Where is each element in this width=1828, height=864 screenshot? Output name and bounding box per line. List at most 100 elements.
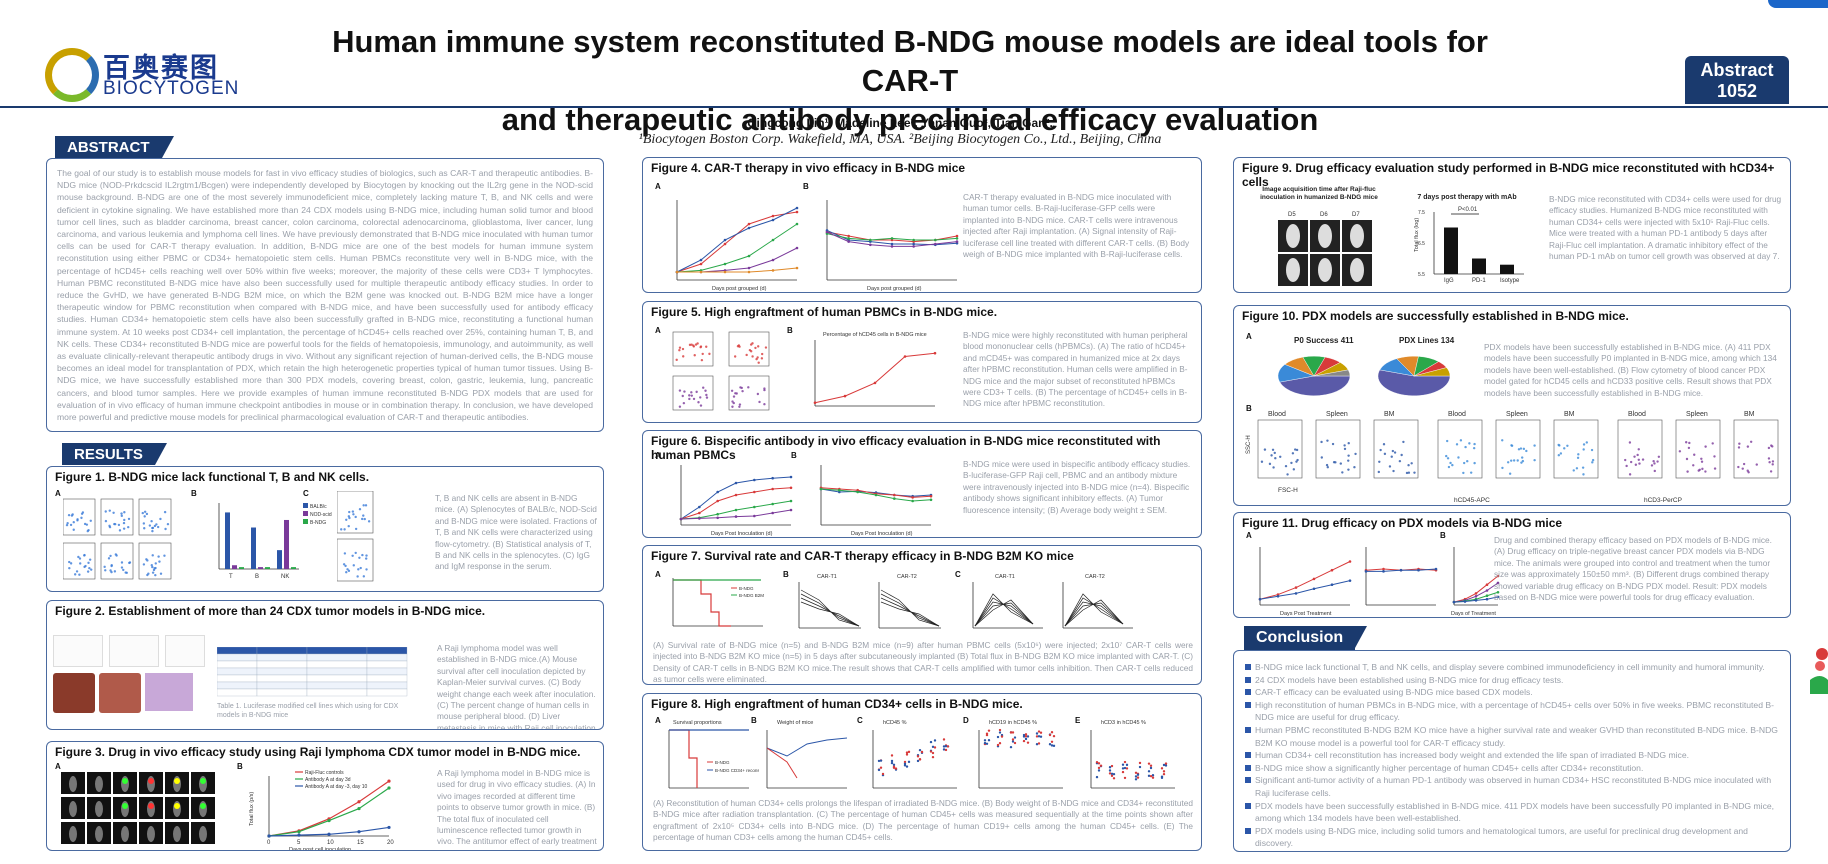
flow-event-dot xyxy=(365,568,368,571)
flow-event-dot xyxy=(692,397,696,401)
flow-event-dot xyxy=(1628,441,1632,444)
figure-3a-ivis-images xyxy=(61,772,215,844)
flow-event-dot xyxy=(681,347,685,351)
dot xyxy=(877,759,881,763)
dot xyxy=(1151,776,1155,779)
flow-event-dot xyxy=(1525,449,1528,453)
data-point xyxy=(716,516,719,520)
flow-event-dot xyxy=(678,346,682,349)
figure-2b-weight-plot xyxy=(109,635,159,667)
flow-event-dot xyxy=(1704,470,1707,473)
dot xyxy=(1050,744,1054,747)
data-point xyxy=(825,230,829,234)
flow-event-dot xyxy=(351,554,354,557)
flow-event-dot xyxy=(678,349,681,352)
flow-event-dot xyxy=(1354,452,1357,456)
flow-event-dot xyxy=(1737,465,1740,469)
flow-event-dot xyxy=(690,343,693,346)
data-point xyxy=(716,490,719,494)
flow-event-dot xyxy=(695,390,698,394)
mouse-silhouette xyxy=(1350,224,1364,248)
chart-title: hCD19 in hCD45 % xyxy=(989,720,1037,726)
figure-7-title: Figure 7. Survival rate and CAR-T therap… xyxy=(651,549,1074,563)
data-point xyxy=(734,515,738,518)
flow-event-dot xyxy=(151,565,154,569)
flow-plot xyxy=(1315,419,1361,479)
flow-event-dot xyxy=(120,561,124,564)
flow-event-dot xyxy=(361,553,364,557)
flow-event-dot xyxy=(1472,446,1476,450)
flow-event-dot xyxy=(86,570,90,573)
dot xyxy=(1052,744,1056,748)
flow-event-dot xyxy=(87,561,90,565)
table-cell xyxy=(366,681,408,690)
dot xyxy=(996,735,1000,739)
bar xyxy=(284,519,289,569)
flow-axis-label: FSC-H xyxy=(1278,487,1298,494)
flow-event-dot xyxy=(1325,463,1329,467)
data-point xyxy=(1474,592,1478,595)
flow-event-dot xyxy=(142,522,146,525)
flow-event-dot xyxy=(1700,460,1704,463)
flow-event-dot xyxy=(1347,468,1350,471)
flow-event-dot xyxy=(143,510,147,513)
flow-event-dot xyxy=(1343,447,1347,451)
flow-plot xyxy=(337,491,374,534)
mouse-silhouette xyxy=(121,826,129,842)
flow-event-dot xyxy=(1582,443,1586,446)
flow-event-dot xyxy=(104,569,107,572)
pie-slice xyxy=(1377,369,1451,396)
figure-9-title: Figure 9. Drug efficacy evaluation study… xyxy=(1242,161,1775,189)
data-point xyxy=(723,242,727,246)
data-point xyxy=(789,486,793,490)
flow-event-dot xyxy=(1274,456,1277,460)
flow-event-dot xyxy=(1407,471,1411,474)
day-label: D6 xyxy=(1320,212,1328,218)
results-heading: RESULTS xyxy=(62,443,167,465)
flow-event-dot xyxy=(1457,456,1460,459)
pie-slice xyxy=(1279,375,1351,396)
flow-event-dot xyxy=(348,510,351,514)
dot xyxy=(1108,772,1112,775)
flow-event-dot xyxy=(754,346,757,350)
dot xyxy=(1097,766,1101,770)
flow-event-dot xyxy=(122,568,125,572)
series-line xyxy=(766,737,848,757)
chart-title: Survival proportions xyxy=(673,720,722,726)
flow-event-dot xyxy=(104,519,108,523)
panel-a-label: A xyxy=(655,570,661,579)
data-point xyxy=(869,243,872,247)
dot xyxy=(1110,774,1114,778)
table-cell xyxy=(366,674,408,683)
series-line xyxy=(1259,580,1351,600)
dot xyxy=(1048,743,1052,746)
data-point xyxy=(699,258,703,262)
signal-spot xyxy=(200,803,206,809)
data-point xyxy=(1485,597,1489,601)
dot xyxy=(1000,735,1004,738)
bar xyxy=(1444,227,1458,274)
flow-event-dot xyxy=(1400,453,1403,457)
dot xyxy=(1035,735,1039,738)
pie-slice xyxy=(1313,369,1351,377)
flow-event-dot xyxy=(343,528,346,531)
flow-event-dot xyxy=(1771,460,1775,463)
dot xyxy=(918,748,922,752)
figure-11-caption: Drug and combined therapy efficacy based… xyxy=(1494,535,1772,603)
flow-event-dot xyxy=(1650,464,1654,467)
tissue-label: Blood xyxy=(1268,411,1286,418)
dot xyxy=(1011,731,1015,734)
flow-event-dot xyxy=(78,557,82,560)
panel-d-label: D xyxy=(963,716,969,725)
figure-4-title: Figure 4. CAR-T therapy in vivo efficacy… xyxy=(651,161,966,175)
data-point xyxy=(734,493,738,497)
legend-label: B-NDG xyxy=(715,760,730,765)
flow-event-dot xyxy=(1576,456,1580,460)
dot xyxy=(1013,736,1017,739)
data-point xyxy=(747,226,751,230)
authors: Qingcong Lin¹, Madeline Lee¹, Yanan Guo²… xyxy=(747,116,1053,130)
figure-5-panel: Figure 5. High engraftment of human PBMC… xyxy=(642,301,1202,423)
cdx-model-table xyxy=(217,647,408,697)
x-axis-label: Days Post Inoculation (d) xyxy=(711,531,773,537)
data-point xyxy=(955,237,959,240)
